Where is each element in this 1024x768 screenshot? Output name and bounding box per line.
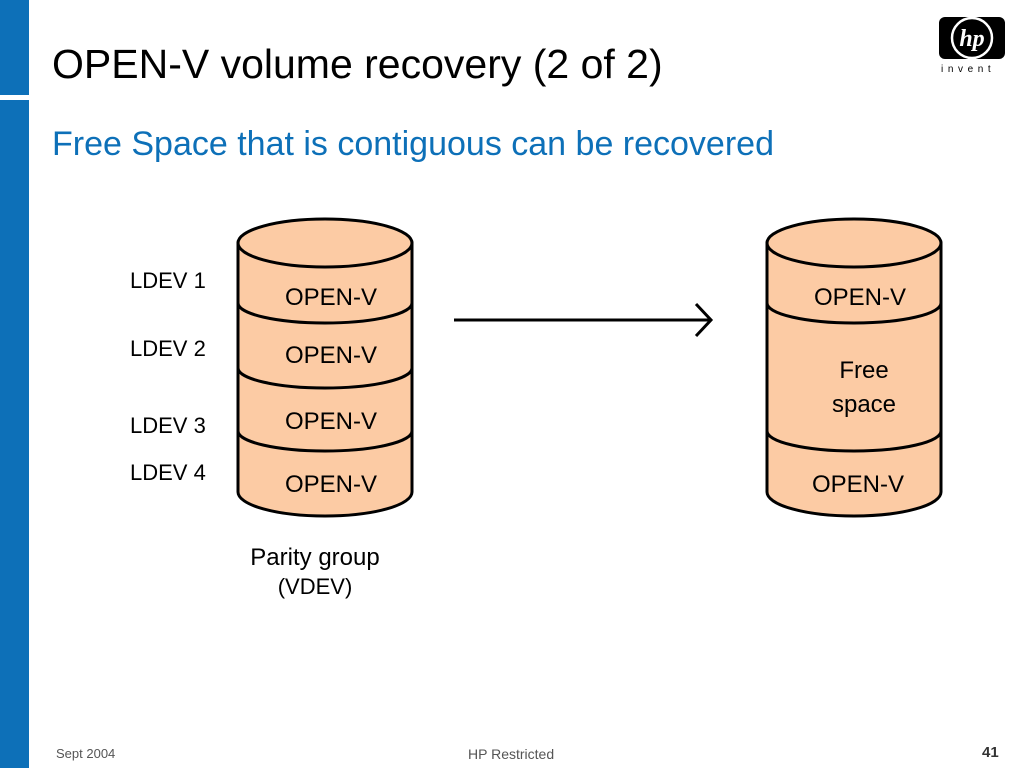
left-cylinder-top bbox=[236, 217, 414, 269]
left-segment-1-label: OPEN-V bbox=[285, 284, 377, 311]
hp-logo-text: hp bbox=[959, 26, 984, 52]
ldev-2-label: LDEV 2 bbox=[130, 336, 206, 361]
right-segment-divider-2 bbox=[765, 430, 943, 453]
right-segment-divider-1 bbox=[765, 302, 943, 325]
page-number: 41 bbox=[982, 744, 999, 761]
left-segment-divider-1 bbox=[236, 302, 414, 325]
recovery-arrow bbox=[454, 302, 714, 338]
left-segment-3-label: OPEN-V bbox=[285, 408, 377, 435]
footer-date: Sept 2004 bbox=[56, 746, 116, 761]
left-segment-divider-2 bbox=[236, 367, 414, 390]
left-cylinder: OPEN-V OPEN-V OPEN-V OPEN-V bbox=[236, 217, 414, 518]
ldev-1-label: LDEV 1 bbox=[130, 268, 206, 293]
slide-subtitle: Free Space that is contiguous can be rec… bbox=[52, 125, 774, 163]
hp-logo-ring bbox=[950, 16, 994, 60]
footer-classification: HP Restricted bbox=[468, 746, 555, 762]
sidebar-bar-top bbox=[0, 0, 29, 95]
right-top-segment-label: OPEN-V bbox=[814, 284, 906, 311]
ldev-4-label: LDEV 4 bbox=[130, 460, 206, 485]
right-free-space-line1: Free bbox=[839, 357, 888, 384]
arrow-head bbox=[694, 302, 714, 338]
right-cylinder: OPEN-V Free space OPEN-V bbox=[765, 217, 943, 518]
sidebar-gap bbox=[0, 95, 29, 100]
hp-logo-tagline: invent bbox=[941, 64, 996, 75]
hp-logo: hp bbox=[939, 16, 1005, 60]
vdev-caption: (VDEV) bbox=[277, 574, 353, 599]
parity-group-caption: Parity group bbox=[250, 544, 380, 571]
right-cylinder-top bbox=[765, 217, 943, 269]
left-segment-4-label: OPEN-V bbox=[285, 471, 377, 498]
slide-title: OPEN-V volume recovery (2 of 2) bbox=[52, 41, 663, 87]
ldev-3-label: LDEV 3 bbox=[130, 413, 206, 438]
right-free-space-line2: space bbox=[832, 391, 896, 418]
right-bottom-segment-label: OPEN-V bbox=[812, 471, 904, 498]
sidebar-bar-bottom bbox=[0, 100, 29, 768]
left-segment-2-label: OPEN-V bbox=[285, 342, 377, 369]
left-segment-divider-3 bbox=[236, 430, 414, 453]
